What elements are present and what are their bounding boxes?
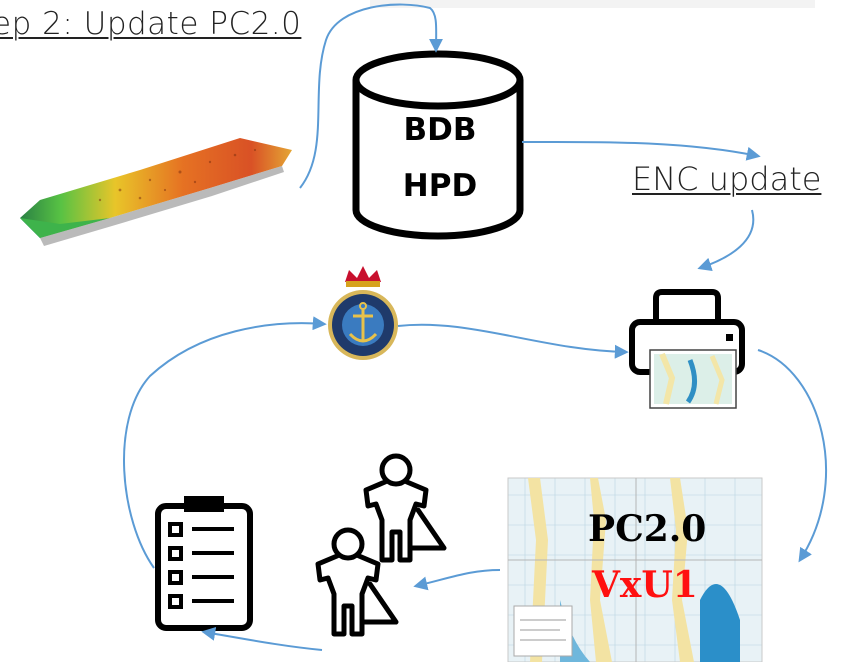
printer-icon [629, 289, 745, 409]
database-cylinder-icon [352, 50, 524, 240]
nautical-chart-icon [507, 477, 763, 662]
checklist-clipboard-icon [155, 496, 253, 631]
top-strip [370, 0, 815, 8]
arrow-printer-to-chart [757, 349, 828, 563]
enc-update-label: ENC update [632, 160, 822, 198]
arrow-persons-to-checklist [201, 626, 323, 651]
arrow-db-to-enc [521, 140, 761, 161]
chart-version-label: VxU1 [592, 564, 698, 606]
chs-crest-icon [328, 266, 398, 360]
arrow-enc-to-printer [697, 209, 755, 272]
arrow-checklist-to-crest [123, 316, 327, 569]
db-label-line1: BDB [403, 112, 477, 148]
chart-product-label: PC2.0 [588, 508, 707, 550]
db-label-line2: HPD [402, 168, 478, 204]
step-title: ep 2: Update PC2.0 [0, 6, 302, 42]
arrow-crest-to-printer [397, 323, 629, 359]
hydrographer-person-icon [315, 453, 447, 637]
arrow-bathy-to-db [299, 3, 444, 189]
arrow-chart-to-persons [413, 569, 501, 591]
bathymetry-surface-icon [20, 138, 292, 246]
